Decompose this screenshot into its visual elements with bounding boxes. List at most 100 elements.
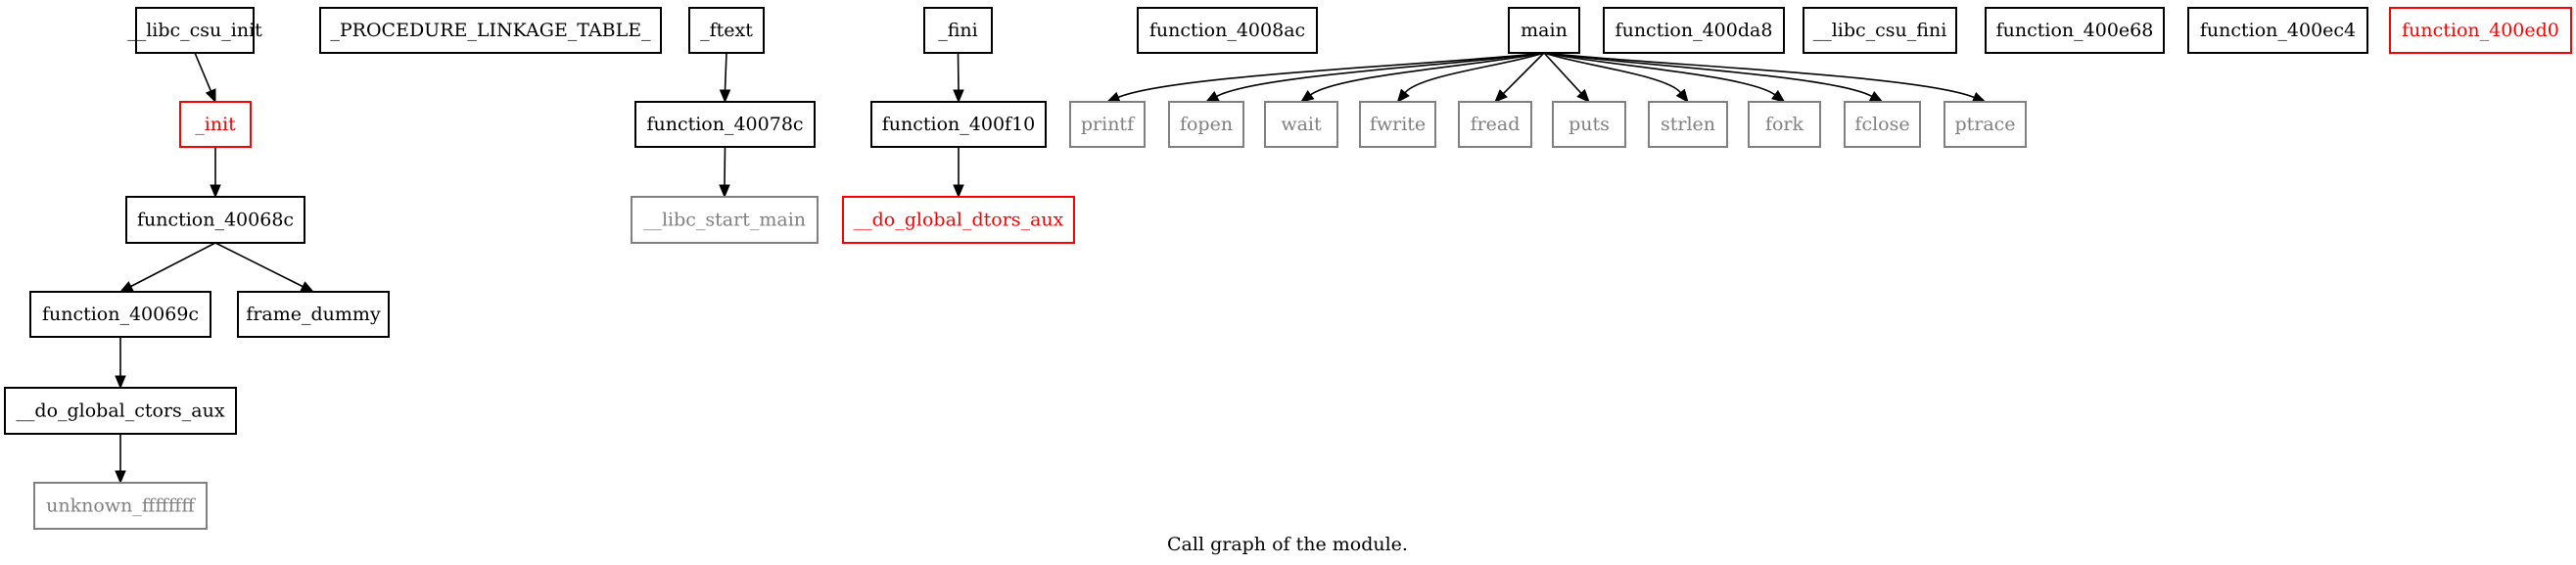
node-box xyxy=(870,101,1047,148)
node-fopen: fopen xyxy=(1168,101,1244,148)
graph-caption: Call graph of the module. xyxy=(1167,534,1408,555)
node-label: _ftext xyxy=(700,20,753,41)
node-libc-csu-fini: __libc_csu_fini xyxy=(1803,7,1957,54)
edge-main-to-wait xyxy=(1299,52,1545,103)
node-label: function_400da8 xyxy=(1616,20,1773,41)
edge-line xyxy=(1543,52,1682,94)
edge-line xyxy=(1543,52,1582,94)
edge-function-40069c-to-do-global-ctors-aux xyxy=(115,337,126,390)
edge-line xyxy=(1502,52,1545,95)
arrowhead xyxy=(1675,88,1689,104)
node-label: function_4008ac xyxy=(1149,20,1305,41)
node-box xyxy=(29,291,211,338)
node-label: _PROCEDURE_LINKAGE_TABLE_ xyxy=(330,20,651,41)
node-box xyxy=(688,7,765,54)
node-label: function_400ec4 xyxy=(2200,20,2356,41)
node-function-400da8: function_400da8 xyxy=(1603,7,1785,54)
edge-line xyxy=(724,52,727,91)
node-label: wait xyxy=(1281,114,1322,135)
edge-line xyxy=(1543,52,1975,99)
edge-do-global-ctors-aux-to-unknown-ffffffff xyxy=(115,434,126,485)
edge-main-to-strlen xyxy=(1543,52,1689,104)
node-box xyxy=(1069,101,1146,148)
arrowhead xyxy=(1204,91,1220,103)
edge-ftext-to-function-40078c xyxy=(719,52,731,104)
node-box xyxy=(1944,101,2027,148)
node-label: function_40069c xyxy=(42,304,199,325)
edge-function-40078c-to-libc-start-main xyxy=(719,146,730,199)
arrowhead xyxy=(300,281,315,293)
node-box xyxy=(1844,101,1921,148)
node-box xyxy=(179,101,252,148)
node-box xyxy=(33,482,208,530)
node-box xyxy=(319,7,662,54)
node-label: frame_dummy xyxy=(246,304,381,325)
node-box xyxy=(2187,7,2368,54)
node-fwrite: fwrite xyxy=(1359,101,1436,148)
node-label: function_400f10 xyxy=(882,114,1036,135)
node-label: ptrace xyxy=(1954,114,2015,135)
node-function-400f10: function_400f10 xyxy=(870,101,1047,148)
edge-main-to-fread xyxy=(1494,52,1545,103)
node-label: __libc_csu_init xyxy=(127,20,262,41)
node-label: __libc_start_main xyxy=(643,210,806,231)
node-frame-dummy: frame_dummy xyxy=(237,291,390,338)
edge-libc-csu-init-to-init xyxy=(194,52,216,104)
node-label: puts xyxy=(1569,114,1610,135)
arrowhead xyxy=(719,184,730,199)
node-label: unknown_ffffffff xyxy=(46,495,196,517)
node-label: function_400ed0 xyxy=(2402,20,2559,41)
edge-line xyxy=(1216,52,1545,98)
arrowhead xyxy=(1576,88,1590,103)
node-box xyxy=(1264,101,1338,148)
node-box xyxy=(631,196,819,244)
node-box xyxy=(1552,101,1626,148)
node-box xyxy=(1458,101,1532,148)
node-fclose: fclose xyxy=(1844,101,1921,148)
node-label: __libc_csu_fini xyxy=(1813,20,1947,41)
node-fread: fread xyxy=(1458,101,1532,148)
arrowhead xyxy=(118,281,134,293)
node-function-400ed0: function_400ed0 xyxy=(2389,7,2572,54)
node-box xyxy=(634,101,816,148)
arrowhead xyxy=(953,89,964,104)
node-fork: fork xyxy=(1748,101,1821,148)
node-box xyxy=(1508,7,1580,54)
node-box xyxy=(1603,7,1785,54)
node-function-4008ac: function_4008ac xyxy=(1137,7,1318,54)
node-label: function_40068c xyxy=(137,210,294,231)
edge-line xyxy=(1404,52,1545,94)
node-unknown-ffffffff: unknown_ffffffff xyxy=(33,482,208,530)
node-strlen: strlen xyxy=(1648,101,1728,148)
node-libc-start-main: __libc_start_main xyxy=(631,196,819,244)
edge-line xyxy=(1310,52,1545,96)
edge-fini-to-function-400f10 xyxy=(953,52,964,104)
node-box xyxy=(2389,7,2572,54)
node-label: fork xyxy=(1765,114,1804,135)
node-do-global-ctors-aux: __do_global_ctors_aux xyxy=(4,387,237,435)
edge-line xyxy=(194,52,212,92)
arrowhead xyxy=(1105,91,1121,103)
node-label: fread xyxy=(1471,114,1521,135)
edge-function-40068c-to-frame-dummy xyxy=(214,242,315,293)
node-label: strlen xyxy=(1661,114,1715,135)
node-box xyxy=(1137,7,1318,54)
node-init: _init xyxy=(179,101,252,148)
edge-line xyxy=(1543,52,1776,96)
node-box xyxy=(1985,7,2165,54)
arrowhead xyxy=(1971,91,1987,103)
node-printf: printf xyxy=(1069,101,1146,148)
node-function-40078c: function_40078c xyxy=(634,101,816,148)
arrowhead xyxy=(115,470,126,485)
edge-init-to-function-40068c xyxy=(210,147,221,199)
node-function-40068c: function_40068c xyxy=(125,196,305,244)
node-libc-csu-init: __libc_csu_init xyxy=(127,7,262,54)
node-box xyxy=(1748,101,1821,148)
node-function-400e68: function_400e68 xyxy=(1985,7,2165,54)
edge-main-to-puts xyxy=(1543,52,1590,103)
arrowhead xyxy=(1771,89,1786,103)
arrowhead xyxy=(205,88,216,104)
edge-function-40068c-to-function-40069c xyxy=(118,242,216,293)
node-label: main xyxy=(1521,20,1568,41)
edge-main-to-fwrite xyxy=(1396,52,1545,104)
